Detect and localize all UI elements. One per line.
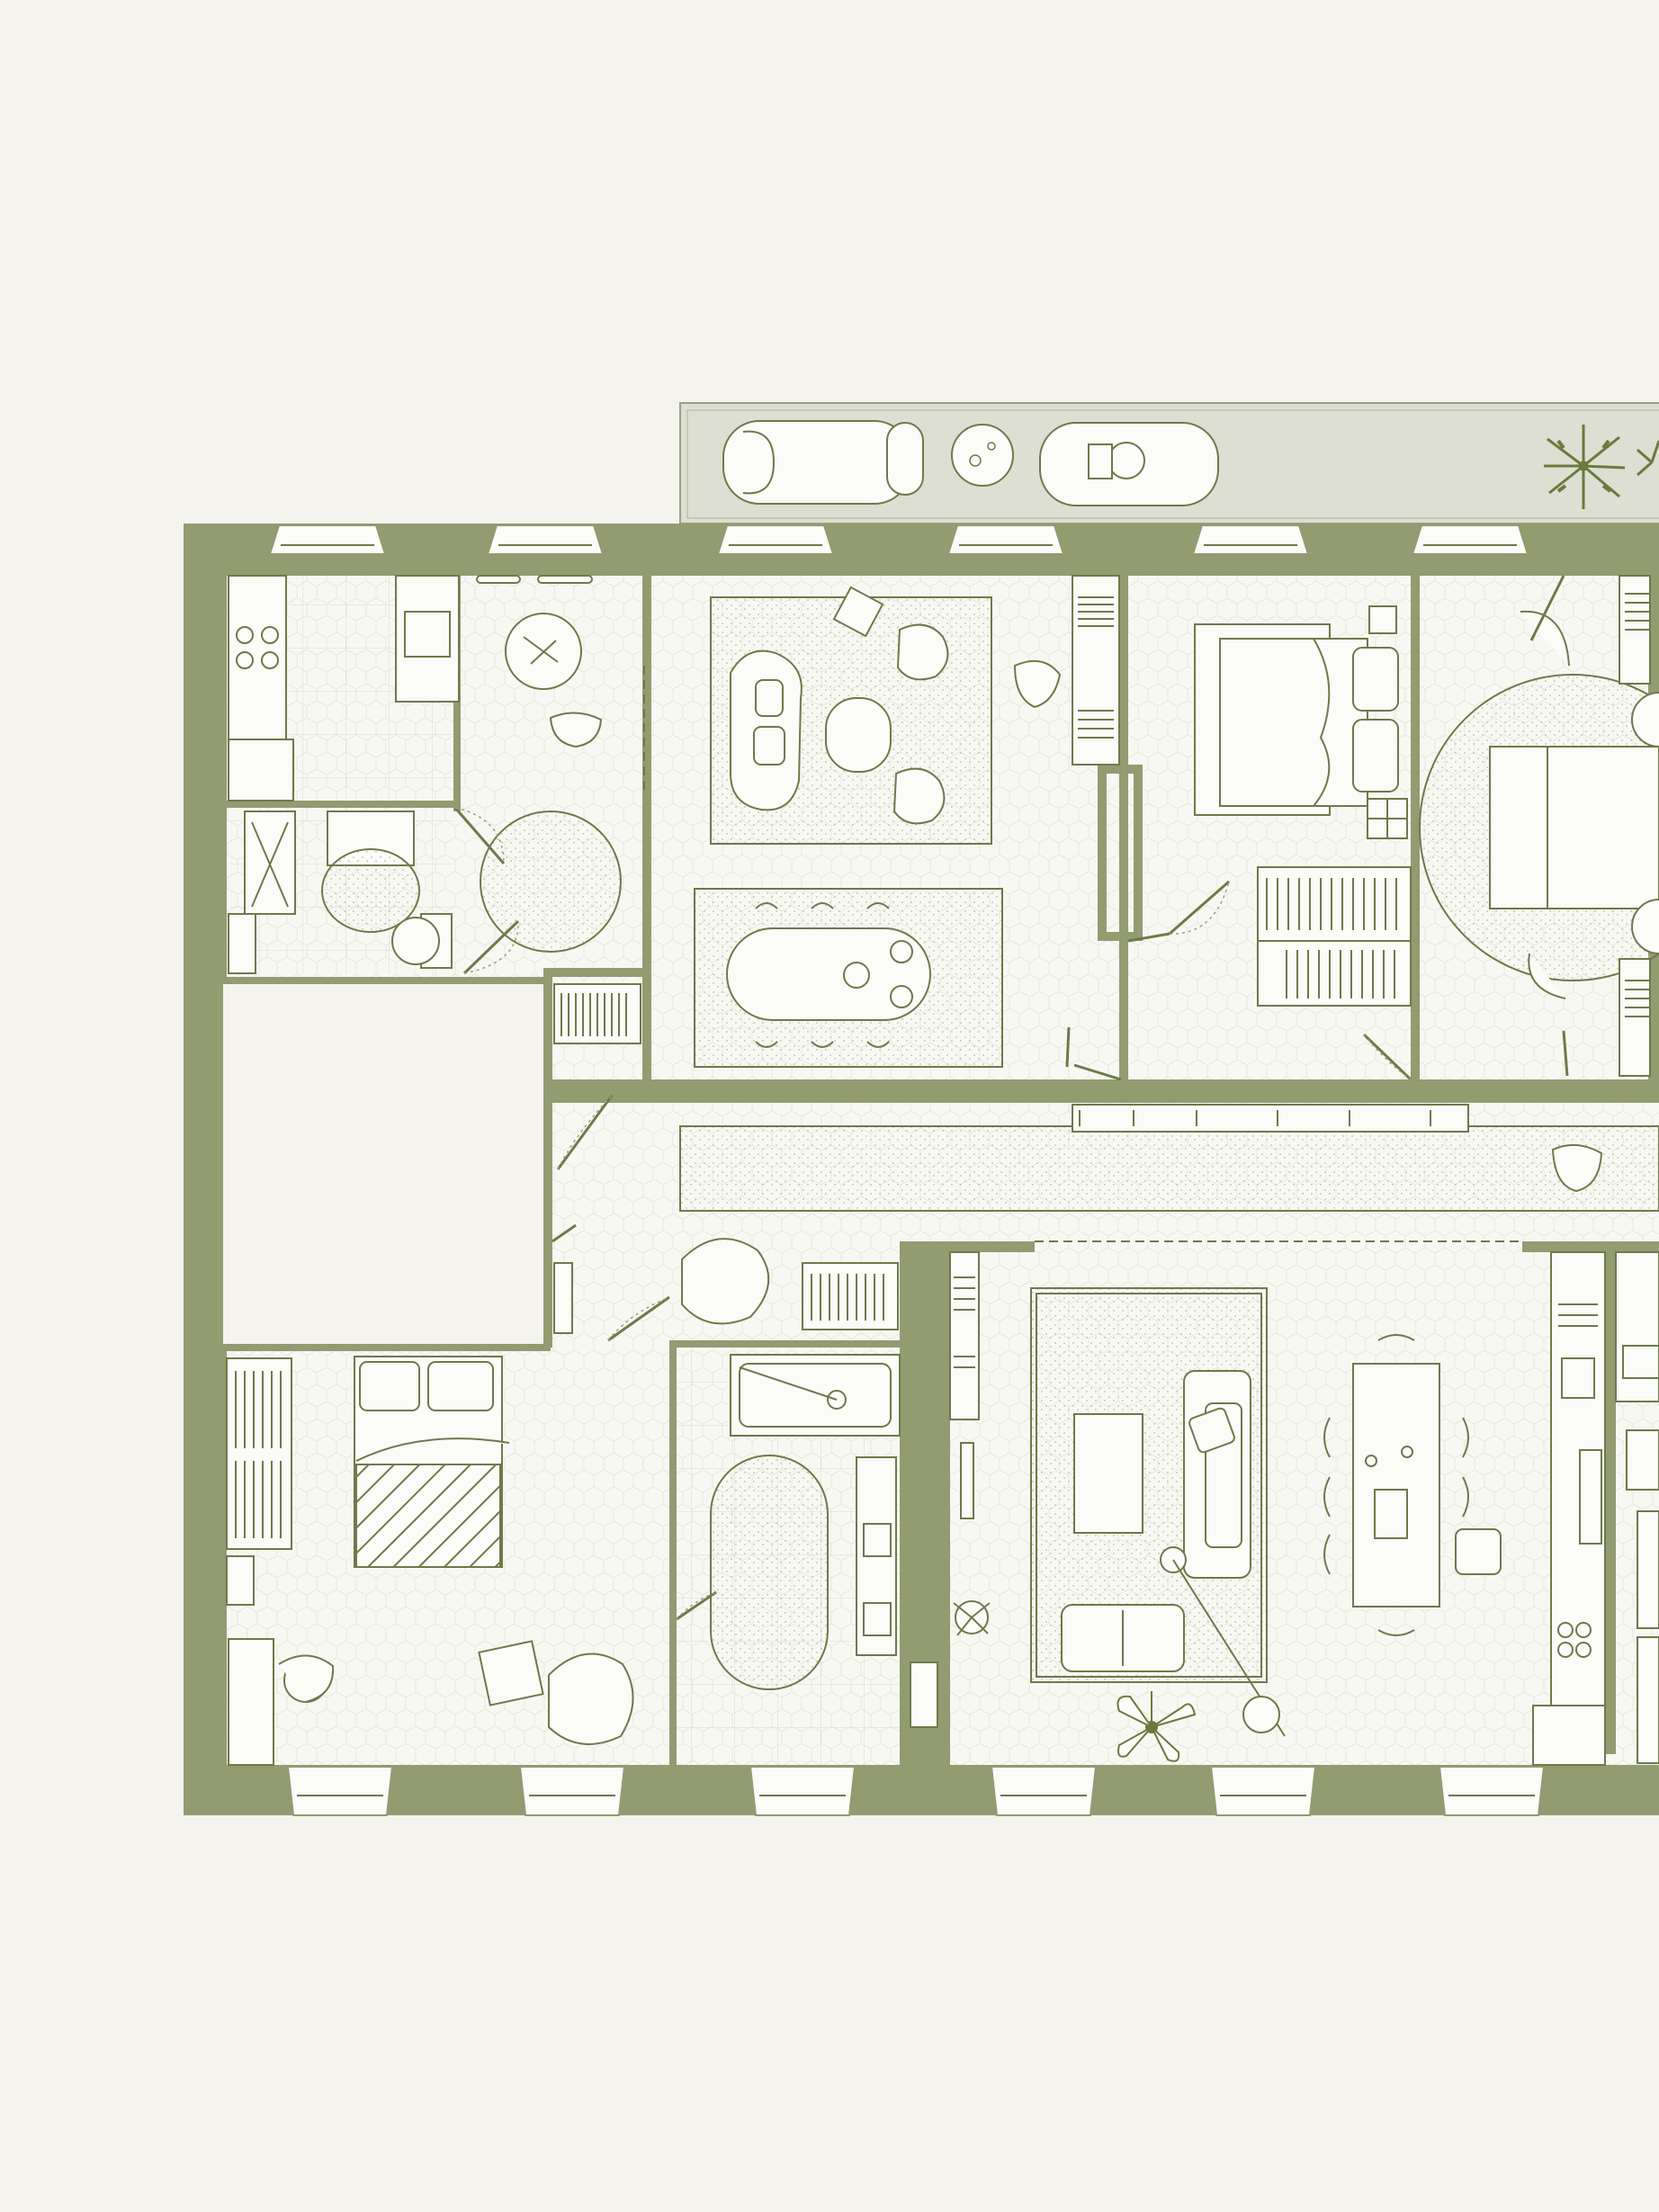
terrace <box>679 402 1659 524</box>
armchair-icons <box>832 586 949 825</box>
bookshelf-column <box>1072 575 1120 766</box>
plant-icon <box>1116 1691 1197 1762</box>
terrace-side-table <box>886 422 924 496</box>
door-arcs <box>454 807 1412 1620</box>
plant-icon <box>953 1600 991 1636</box>
bookshelf-bedroom-3 <box>226 1357 292 1606</box>
shoe-bench <box>553 1262 573 1334</box>
sofa-curved <box>730 649 803 811</box>
dining-table-oval <box>726 902 931 1048</box>
armchair-corridor <box>681 1238 770 1325</box>
dining-bistro-table <box>505 613 582 690</box>
person-icon <box>1551 1143 1603 1193</box>
corridor-shelf <box>1072 1104 1469 1133</box>
terrace-round-table <box>951 424 1014 487</box>
wardrobe-1 <box>1257 866 1412 1007</box>
double-bed-2 <box>1419 610 1659 999</box>
kitchen-counter <box>228 575 460 802</box>
vanity <box>856 1456 897 1656</box>
corridor-runner <box>679 1125 1659 1212</box>
person-icon <box>549 712 603 748</box>
shoe-rack <box>553 983 641 1044</box>
terrace-plant-icon <box>1544 425 1659 509</box>
bathtub <box>730 1354 901 1437</box>
person-icon <box>1013 659 1062 709</box>
ottoman <box>825 697 892 773</box>
kitchen-2-counter <box>1532 1251 1659 1766</box>
wc-fixtures <box>228 810 453 974</box>
bottom-windows <box>286 1766 1546 1816</box>
dining-table-2 <box>1323 1334 1502 1636</box>
sliding-doors <box>643 666 1522 1242</box>
double-bed-3 <box>354 1356 510 1568</box>
lightwell <box>223 981 543 1348</box>
floor-lamp <box>1160 1546 1286 1737</box>
bath-rug-oval <box>710 1455 829 1690</box>
bookshelf-corridor <box>802 1262 899 1330</box>
sofa-living-2b <box>1061 1604 1185 1672</box>
bookshelf-bedroom-2 <box>1619 575 1651 1077</box>
bath-shelf <box>910 1661 938 1728</box>
coffee-table <box>1073 1413 1143 1534</box>
sofa-living-2 <box>1183 1370 1251 1579</box>
wall-rail <box>476 575 593 584</box>
top-windows <box>268 524 1529 555</box>
doors <box>453 575 1569 1621</box>
shelving-wall <box>949 1251 980 1519</box>
round-rug-hall <box>480 810 622 953</box>
lounge-chair-right <box>1039 422 1219 506</box>
lounge-chair-left <box>722 420 911 505</box>
armchair-bedroom-3 <box>478 1640 634 1745</box>
desk-corner <box>228 1638 335 1766</box>
double-bed-1 <box>1194 605 1408 839</box>
